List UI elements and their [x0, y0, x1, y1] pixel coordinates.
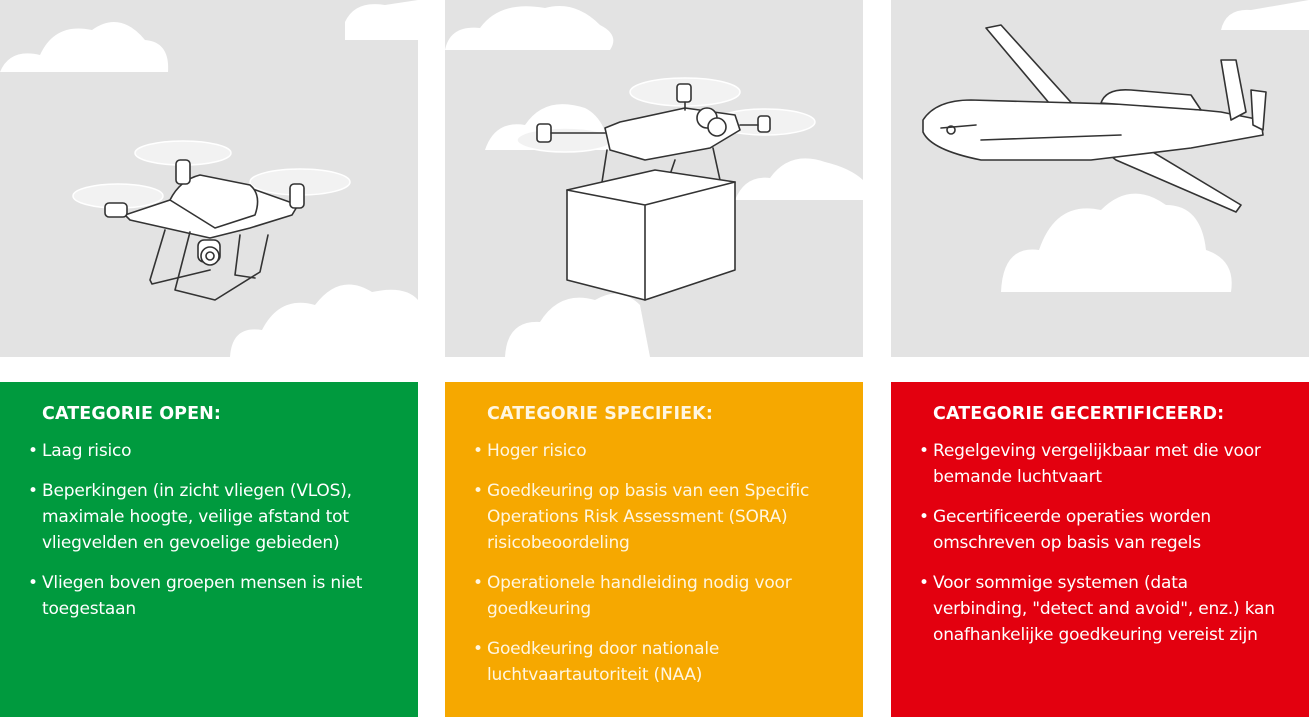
category-title: CATEGORIE SPECIFIEK:: [487, 404, 713, 424]
list-item: Hoger risico: [473, 438, 837, 464]
category-title: CATEGORIE OPEN:: [42, 404, 221, 424]
list-item: Operationele handleiding nodig voor goed…: [473, 570, 837, 622]
list-item: Goedkeuring door nationale luchtvaartaut…: [473, 636, 837, 688]
category-gecertificeerd-column: CATEGORIE GECERTIFICEERD: Regelgeving ve…: [891, 0, 1309, 717]
list-item: Goedkeuring op basis van een Specific Op…: [473, 478, 837, 556]
category-title: CATEGORIE GECERTIFICEERD:: [933, 404, 1225, 424]
category-list: Laag risico Beperkingen (in zicht vliege…: [28, 438, 392, 622]
list-item: Regelgeving vergelijkbaar met die voor b…: [919, 438, 1283, 490]
list-item: Voor sommige systemen (data verbinding, …: [919, 570, 1283, 648]
category-open-column: CATEGORIE OPEN: Laag risico Beperkingen …: [0, 0, 418, 717]
category-gecertificeerd-panel: CATEGORIE GECERTIFICEERD: Regelgeving ve…: [891, 382, 1309, 717]
category-specifiek-column: CATEGORIE SPECIFIEK: Hoger risico Goedke…: [445, 0, 863, 717]
category-list: Regelgeving vergelijkbaar met die voor b…: [919, 438, 1283, 648]
list-item: Vliegen boven groepen mensen is niet toe…: [28, 570, 392, 622]
quadcopter-drone-illustration: [0, 0, 418, 357]
cloud-icon: [1001, 0, 1309, 292]
category-open-panel: CATEGORIE OPEN: Laag risico Beperkingen …: [0, 382, 418, 717]
category-list: Hoger risico Goedkeuring op basis van ee…: [473, 438, 837, 688]
uav-airplane-illustration: [891, 0, 1309, 357]
drone-icon: [516, 77, 816, 301]
cargo-drone-illustration: [445, 0, 863, 357]
category-specifiek-panel: CATEGORIE SPECIFIEK: Hoger risico Goedke…: [445, 382, 863, 717]
drone-icon: [72, 140, 351, 301]
list-item: Laag risico: [28, 438, 392, 464]
list-item: Beperkingen (in zicht vliegen (VLOS), ma…: [28, 478, 392, 556]
list-item: Gecertificeerde operaties worden omschre…: [919, 504, 1283, 556]
airplane-icon: [922, 24, 1267, 213]
cloud-icon: [0, 0, 418, 357]
